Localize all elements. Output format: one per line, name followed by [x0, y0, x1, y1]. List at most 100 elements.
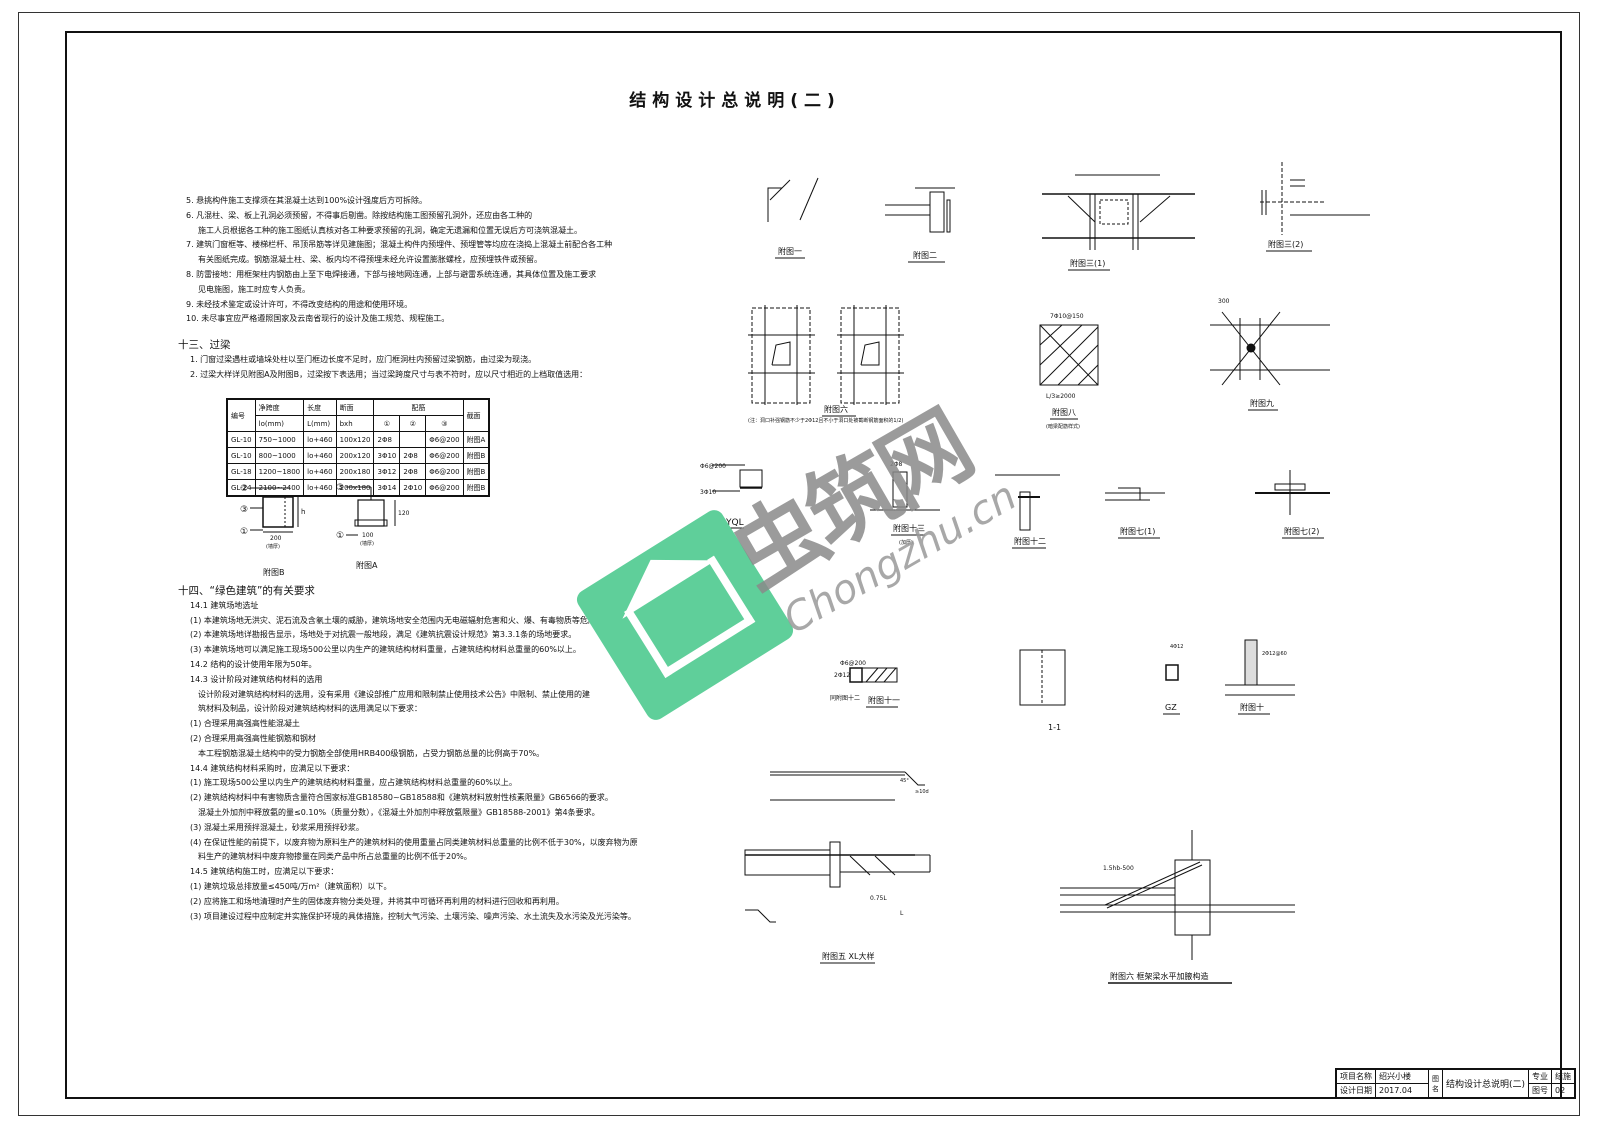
figure-6-slab-opening: 附图六 (注：洞口补强钢筋不少于2Φ12且不小于洞口处被截断钢筋面积的1/2)	[748, 305, 904, 424]
figure-7-2-detail: 附图七(2)	[1255, 470, 1330, 539]
note-line: 见电施图，施工时应专人负责。	[198, 284, 310, 294]
figure-9-column-joint: 300 附图九	[1210, 298, 1330, 411]
dim: 300	[1218, 298, 1230, 305]
table-cell: 200x180	[335, 463, 375, 480]
table-cell: lo+460	[303, 463, 337, 480]
rebar-mark-3: ③	[336, 483, 344, 493]
figure-3-1-beam-opening: 附图三(1)	[1042, 174, 1195, 271]
number-label: 图号	[1528, 1083, 1553, 1099]
note-line: 有关图纸完成。钢筋混凝土柱、梁、板内均不得预埋未经允许设置膨胀螺栓，应预埋铁件或…	[198, 255, 542, 265]
drawing-name: 结构设计总说明(二)	[1441, 1068, 1530, 1099]
note-line: (1) 施工现场500公里以内生产的建筑结构材料重量，应占建筑结构材料总重量的6…	[190, 778, 517, 788]
figure-7-1-detail: 附图七(1)	[1105, 487, 1165, 539]
rebar-mark-2: ②	[240, 484, 248, 494]
note-line: 14.2 结构的设计使用年限为50年。	[190, 659, 317, 669]
figure-12-detail: 附图十二	[995, 474, 1060, 549]
dim-width: 100	[362, 532, 374, 539]
note-line: 2. 过梁大样详见附图A及附图B，过梁按下表选用；当过梁跨度尺寸与表不符时，应以…	[190, 369, 588, 379]
drawing-title: 结构设计总说明(二)	[629, 91, 841, 111]
table-header-row: 编号 净跨度 长度 断面 配筋 截面	[226, 398, 490, 432]
rebar-label: Φ6@200	[700, 463, 726, 470]
note-line: 14.3 设计阶段对建筑结构材料的选用	[190, 674, 323, 684]
caption: 附图五 XL大样	[822, 951, 874, 961]
rebar-label: 2Φ8	[890, 461, 903, 468]
note-line: 10. 未尽事宜应严格遵照国家及云南省现行的设计及施工规范、规程施工。	[186, 314, 450, 324]
note-line: (3) 混凝土采用预拌混凝土，砂浆采用预拌砂浆。	[190, 822, 364, 832]
note-line: 施工人员根据各工种的施工图纸认真核对各工种要求预留的孔洞，确定无遗漏和位置无误后…	[198, 225, 582, 235]
rebar-label: 2Φ12	[834, 672, 850, 679]
dim-h: 120	[398, 510, 410, 517]
dim-h: h	[301, 508, 305, 516]
project-name: 绍兴小楼	[1375, 1068, 1429, 1084]
caption-sub: (加厚)	[899, 539, 913, 546]
length-label: ≥10d	[915, 789, 929, 795]
caption: GZ	[1165, 703, 1177, 712]
caption: 附图一	[778, 246, 802, 256]
note-line: (1) 建筑垃圾总排放量≤450吨/万m²（建筑面积）以下。	[190, 881, 392, 891]
date-label: 设计日期	[1335, 1083, 1376, 1099]
figure-11-detail: Φ6@200 2Φ12 同附图十二 附图十一	[830, 660, 900, 708]
note-line: (2) 建筑结构材料中有害物质含量符合国家标准GB18580~GB18588和《…	[190, 793, 613, 803]
note-line: 8. 防雷接地：用框架柱内钢筋由上至下电焊接通，下部与接地网连通，上部与避雷系统…	[186, 269, 597, 279]
table-cell: 100x120	[335, 431, 375, 448]
note-line: (2) 应将施工和场地清理时产生的固体废弃物分类处理，并将其中可循环再利用的材料…	[190, 896, 564, 906]
table-cell: 3Φ12	[373, 463, 401, 480]
caption: 附图八	[1052, 407, 1076, 417]
table-cell: 附图B	[462, 463, 490, 480]
note-line: 筑材料及制品，设计阶段对建筑结构材料的选用满足以下要求：	[198, 704, 422, 714]
caption: 1-1	[1048, 723, 1061, 732]
caption: 附图六	[824, 404, 848, 414]
note-line: (1) 合理采用高强高性能混凝土	[190, 719, 300, 729]
figure-10-detail: 2Φ12@60 附图十	[1225, 639, 1295, 715]
note-line: 6. 凡混柱、梁、板上孔洞必须预留，不得事后剔凿。除按结构施工图预留孔洞外，还应…	[186, 210, 533, 220]
figure-lintel-b: ② ③ ① h 200 (墙厚) 附图B	[240, 484, 305, 577]
project-label: 项目名称	[1335, 1068, 1376, 1084]
note-line: (3) 项目建设过程中应制定并实施保护环境的具体措施，控制大气污染、土壤污染、噪…	[190, 911, 636, 921]
discipline-label: 专业	[1528, 1068, 1553, 1084]
note-line: 14.4 建筑结构材料采购时，应满足以下要求：	[190, 763, 355, 773]
figure-gz: 4Φ12 GZ	[1163, 644, 1183, 715]
note-line: (2) 合理采用高强高性能钢筋和钢材	[190, 733, 316, 743]
caption: YQL	[725, 518, 744, 528]
sheet-outer-border	[18, 12, 1580, 1116]
table-header: 编号	[226, 398, 256, 432]
notes-general: 5. 悬挑构件施工支撑须在其混凝土达到100%设计强度后方可拆除。 6. 凡混柱…	[186, 194, 612, 327]
rebar-mark-1: ①	[336, 531, 344, 541]
caption: 附图六 框架梁水平加腋构造	[1110, 971, 1209, 981]
dim-width: 200	[270, 535, 282, 542]
rebar-label: 3Φ10	[700, 489, 716, 496]
dim-note: (墙厚)	[266, 543, 280, 550]
note-line: 1. 门窗过梁遇柱或墙垛处柱以至门框边长度不足时，应门框洞柱内预留过梁钢筋，由过…	[190, 354, 537, 364]
section-1-1: 1-1	[1019, 649, 1066, 732]
title-block: 项目名称 绍兴小楼 图名 结构设计总说明(二) 专业 结施 设计日期 2017.…	[1335, 1068, 1577, 1099]
note-line: 设计阶段对建筑结构材料的选用，没有采用《建设部推广应用和限制禁止使用技术公告》中…	[198, 689, 590, 699]
section-heading: 十三、过梁	[178, 339, 231, 351]
caption: 附图三(1)	[1070, 258, 1105, 268]
table-cell: lo+460	[303, 479, 337, 497]
dim-length: L/3≥2000	[1046, 393, 1076, 400]
dim-rebar: 7Φ10@150	[1050, 313, 1084, 320]
caption: 附图二	[913, 250, 937, 260]
note-line: (4) 在保证性能的前提下，以废弃物为原料生产的建筑材料的使用重量占同类建筑材料…	[190, 837, 638, 847]
table-cell: 3Φ14	[373, 479, 401, 497]
rebar-label: 2Φ12@60	[1262, 651, 1287, 657]
caption: 附图A	[356, 560, 378, 570]
note-line: 本工程钢筋混凝土结构中的受力钢筋全部使用HRB400级钢筋，占受力钢筋总量的比例…	[198, 748, 545, 758]
table-header: 截面	[462, 398, 490, 432]
note-line: (1) 本建筑场地无洪灾、泥石流及含氡土壤的威胁，建筑场地安全范围内无电磁辐射危…	[190, 615, 612, 625]
table-cell: 附图B	[462, 479, 490, 497]
caption: 附图十二	[1014, 536, 1046, 546]
rebar-label: 4Φ12	[1170, 644, 1183, 650]
figure-3-2-detail: 附图三(2)	[1260, 162, 1370, 252]
figure-note: (注：洞口补强钢筋不少于2Φ12且不小于洞口处被截断钢筋面积的1/2)	[748, 417, 903, 424]
caption: 附图十三	[893, 523, 925, 533]
note-line: 14.5 建筑结构施工时，应满足以下要求：	[190, 867, 339, 877]
figure-yql: Φ6@200 3Φ10 YQL	[700, 463, 763, 529]
note-line: 5. 悬挑构件施工支撑须在其混凝土达到100%设计强度后方可拆除。	[186, 196, 428, 205]
figure-13-detail: 2Φ8 附图十三 (加厚)	[870, 461, 940, 546]
section-green-building: 十四、“绿色建筑”的有关要求 14.1 建筑场地选址(1) 本建筑场地无洪灾、泥…	[178, 584, 638, 921]
discipline: 结施	[1551, 1068, 1576, 1084]
dim: 0.75L	[870, 895, 887, 902]
